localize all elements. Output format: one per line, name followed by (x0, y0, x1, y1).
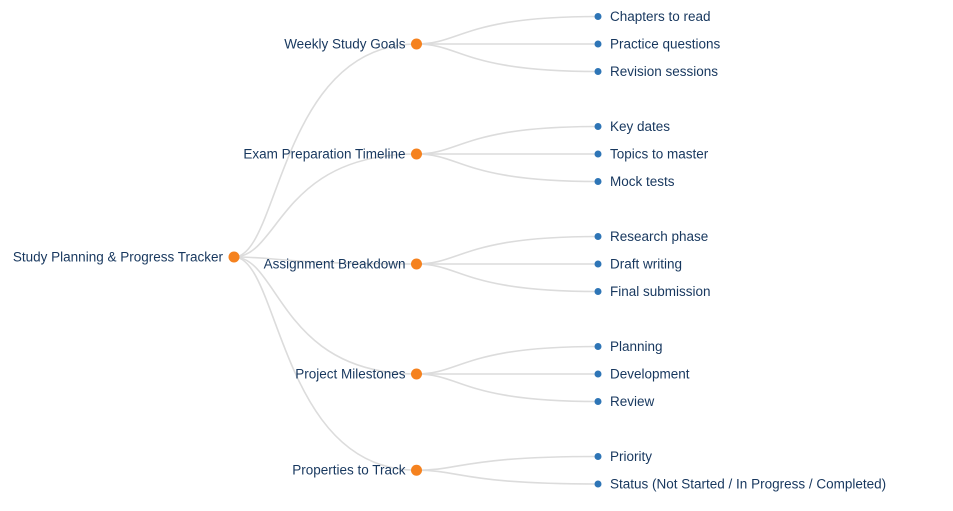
leaf-node-dot[interactable] (594, 40, 602, 48)
branch-leaf-link (415, 345, 599, 375)
leaf-node-dot[interactable] (594, 343, 602, 350)
root-branch-link (233, 256, 418, 375)
leaf-node-dot[interactable] (594, 398, 602, 405)
branch-node-dot[interactable] (411, 148, 422, 160)
leaf-label: Final submission (610, 284, 711, 299)
root-branch-link (233, 43, 418, 258)
leaf-label: Development (610, 366, 690, 381)
label-layer: Study Planning & Progress Tracker Weekly … (13, 9, 886, 492)
leaf-node-dot[interactable] (594, 150, 602, 158)
node-dot-layer (228, 13, 602, 488)
link-layer (233, 15, 599, 485)
leaf-label: Practice questions (610, 36, 721, 51)
root-node-dot[interactable] (228, 251, 240, 263)
leaf-label: Revision sessions (610, 64, 718, 79)
branch-leaf-link (415, 235, 599, 265)
leaf-label: Research phase (610, 229, 708, 244)
branch-leaf-link (415, 373, 599, 403)
leaf-label: Chapters to read (610, 9, 711, 24)
leaf-node-dot[interactable] (594, 370, 602, 378)
leaf-node-dot[interactable] (594, 123, 602, 130)
root-branch-link (233, 256, 418, 265)
leaf-node-dot[interactable] (594, 453, 602, 460)
leaf-label: Topics to master (610, 146, 709, 161)
branch-node-dot[interactable] (411, 258, 422, 270)
leaf-label: Mock tests (610, 174, 675, 189)
leaf-label: Review (610, 394, 655, 409)
branch-leaf-link (415, 15, 599, 45)
branch-leaf-link (415, 43, 599, 73)
leaf-node-dot[interactable] (594, 178, 602, 185)
leaf-label: Status (Not Started / In Progress / Comp… (610, 476, 886, 491)
branch-label: Exam Preparation Timeline (243, 146, 405, 161)
branch-leaf-link (415, 125, 599, 155)
branch-label: Assignment Breakdown (264, 256, 406, 271)
leaf-label: Priority (610, 449, 652, 464)
leaf-label: Planning (610, 339, 663, 354)
leaf-node-dot[interactable] (594, 13, 602, 20)
branch-label: Project Milestones (295, 366, 406, 381)
leaf-node-dot[interactable] (594, 68, 602, 75)
root-label: Study Planning & Progress Tracker (13, 249, 224, 264)
leaf-label: Draft writing (610, 256, 682, 271)
branch-node-dot[interactable] (411, 368, 422, 380)
branch-leaf-link (415, 469, 599, 485)
branch-label: Weekly Study Goals (284, 36, 406, 51)
leaf-node-dot[interactable] (594, 260, 602, 268)
leaf-node-dot[interactable] (594, 480, 602, 488)
leaf-label: Key dates (610, 119, 670, 134)
branch-leaf-link (415, 263, 599, 293)
branch-leaf-link (415, 153, 599, 183)
leaf-node-dot[interactable] (594, 288, 602, 295)
root-branch-link (233, 153, 418, 258)
branch-node-dot[interactable] (411, 464, 422, 476)
leaf-node-dot[interactable] (594, 233, 602, 240)
branch-node-dot[interactable] (411, 38, 422, 50)
root-branch-link (233, 256, 418, 472)
branch-label: Properties to Track (292, 463, 406, 478)
branch-leaf-link (415, 455, 599, 472)
